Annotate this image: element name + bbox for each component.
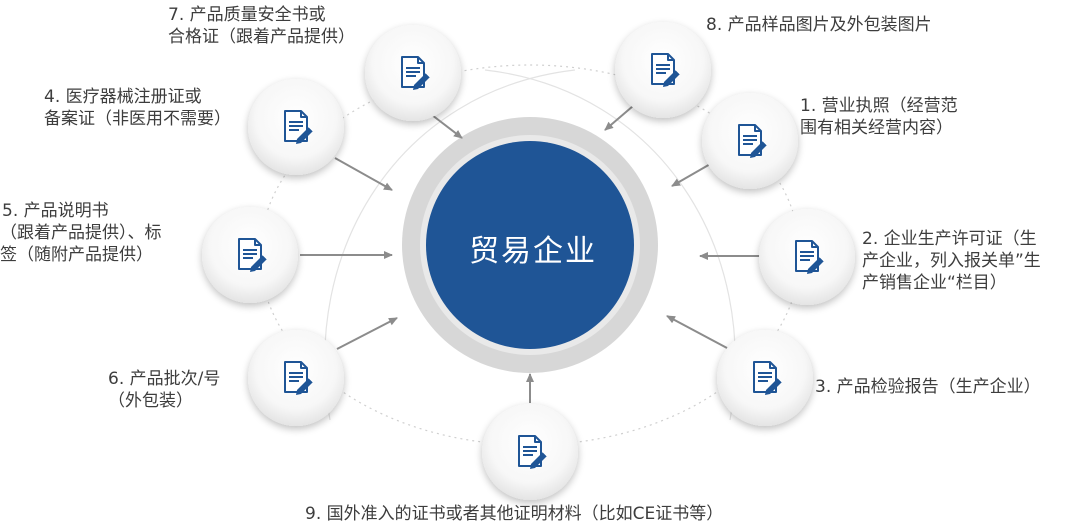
label-1-line-2: 围有相关经营内容）	[800, 118, 953, 138]
document-edit-icon	[648, 52, 682, 88]
document-edit-icon	[235, 237, 269, 273]
label-3: 3. 产品检验报告（生产企业）	[815, 376, 1041, 398]
arrow-3	[666, 315, 728, 349]
label-5: 5. 产品说明书 （跟着产品提供）、标 签（随附产品提供）	[0, 200, 162, 266]
label-2: 2. 企业生产许可证（生 产企业，列入报关单”生 产销售企业“栏目）	[862, 228, 1041, 294]
label-5-line-2: （跟着产品提供）、标	[0, 223, 162, 243]
document-edit-icon	[281, 360, 315, 396]
label-4-line-2: 备案证（非医用不需要）	[44, 109, 231, 129]
label-1-line-1: 1. 营业执照（经营范	[800, 96, 958, 116]
label-7-line-2: 合格证（跟着产品提供）	[168, 27, 355, 47]
label-2-line-3: 产销售企业“栏目）	[862, 273, 1007, 293]
label-8: 8. 产品样品图片及外包装图片	[706, 14, 932, 36]
label-4-line-1: 4. 医疗器械注册证或	[44, 87, 202, 107]
label-5-line-3: 签（随附产品提供）	[0, 245, 153, 265]
center-circle	[426, 141, 634, 349]
label-7-line-1: 7. 产品质量安全书或	[168, 5, 326, 25]
label-6: 6. 产品批次/号 （外包装）	[108, 368, 220, 412]
label-9-line-1: 9. 国外准入的证书或者其他证明材料（比如CE证书等）	[305, 504, 724, 524]
label-1: 1. 营业执照（经营范 围有相关经营内容）	[800, 95, 958, 139]
arrow-1	[671, 162, 713, 187]
label-4: 4. 医疗器械注册证或 备案证（非医用不需要）	[44, 86, 231, 130]
document-edit-icon	[515, 434, 549, 470]
document-edit-icon	[398, 55, 432, 91]
label-6-line-2: （外包装）	[108, 391, 193, 411]
document-edit-icon	[792, 239, 826, 275]
label-3-line-1: 3. 产品检验报告（生产企业）	[815, 377, 1041, 397]
document-edit-icon	[750, 360, 784, 396]
label-6-line-1: 6. 产品批次/号	[108, 369, 221, 389]
label-5-line-1: 5. 产品说明书	[2, 201, 109, 221]
label-8-line-1: 8. 产品样品图片及外包装图片	[706, 15, 932, 35]
arrow-7	[431, 114, 463, 139]
document-edit-icon	[281, 109, 315, 145]
center-label: 贸易企业	[469, 234, 597, 269]
document-edit-icon	[735, 123, 769, 159]
label-9: 9. 国外准入的证书或者其他证明材料（比如CE证书等）	[305, 503, 723, 525]
label-2-line-1: 2. 企业生产许可证（生	[862, 229, 1037, 249]
arrow-6	[336, 317, 398, 350]
label-2-line-2: 产企业，列入报关单”生	[862, 251, 1041, 271]
label-7: 7. 产品质量安全书或 合格证（跟着产品提供）	[168, 4, 355, 48]
arrow-4	[334, 157, 393, 191]
